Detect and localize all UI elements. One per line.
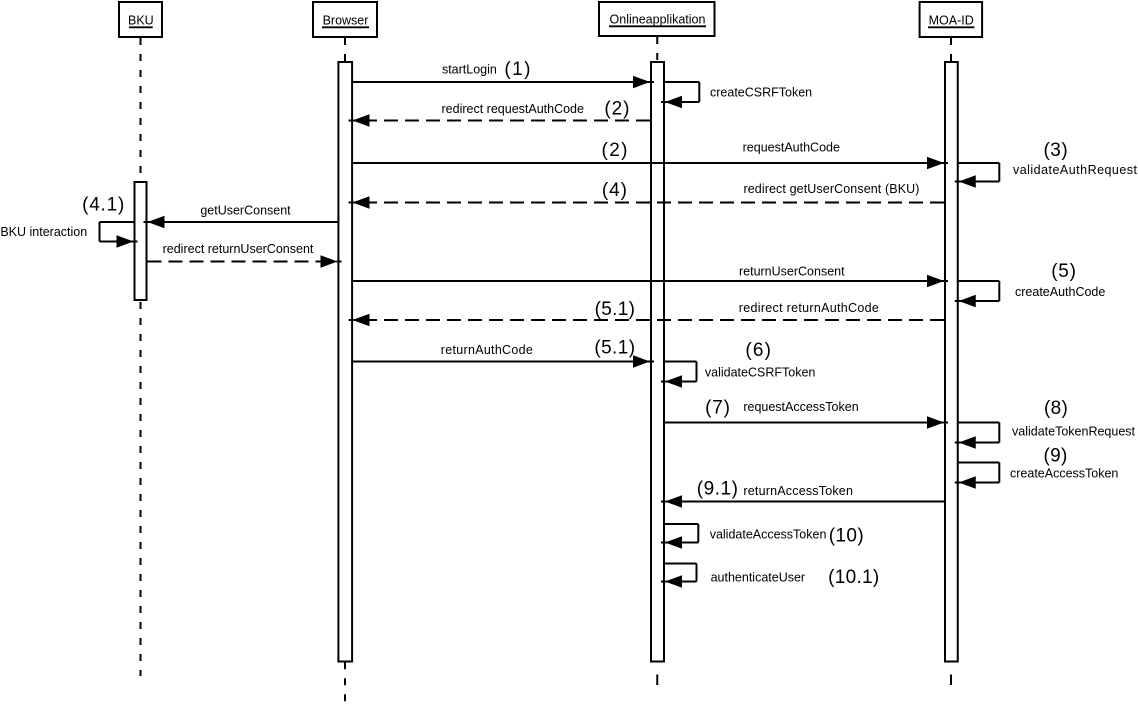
svg-text:Browser: Browser (323, 14, 369, 28)
svg-text:BKU interaction: BKU interaction (0, 225, 87, 239)
svg-text:validateCSRFToken: validateCSRFToken (705, 366, 816, 380)
svg-text:(8): (8) (1044, 398, 1068, 419)
svg-text:(4.1): (4.1) (82, 195, 124, 216)
svg-text:(7): (7) (705, 398, 730, 419)
svg-text:(5): (5) (1051, 261, 1076, 282)
svg-text:redirect returnUserConsent: redirect returnUserConsent (163, 242, 314, 256)
svg-text:(6): (6) (745, 340, 771, 361)
svg-text:(4): (4) (602, 180, 627, 201)
svg-text:(2): (2) (602, 140, 628, 161)
svg-text:(5.1): (5.1) (595, 299, 635, 320)
svg-text:getUserConsent: getUserConsent (200, 204, 291, 218)
svg-text:redirect returnAuthCode: redirect returnAuthCode (739, 301, 879, 315)
svg-text:BKU: BKU (128, 14, 154, 28)
svg-text:authenticateUser: authenticateUser (711, 571, 806, 585)
svg-text:validateAccessToken: validateAccessToken (710, 528, 827, 542)
svg-text:MOA-ID: MOA-ID (929, 14, 974, 28)
svg-text:createAuthCode: createAuthCode (1015, 285, 1105, 299)
svg-text:(2): (2) (604, 98, 629, 119)
svg-text:(10.1): (10.1) (828, 567, 879, 588)
svg-text:(9): (9) (1044, 446, 1068, 467)
svg-text:validateAuthRequest: validateAuthRequest (1013, 163, 1138, 177)
svg-text:returnAuthCode: returnAuthCode (441, 343, 533, 357)
svg-text:(9.1): (9.1) (697, 479, 738, 500)
svg-text:redirect requestAuthCode: redirect requestAuthCode (442, 102, 584, 116)
svg-text:requestAuthCode: requestAuthCode (743, 141, 840, 155)
svg-text:requestAccessToken: requestAccessToken (743, 400, 858, 414)
svg-text:Onlineapplikation: Onlineapplikation (610, 13, 706, 27)
svg-text:createAccessToken: createAccessToken (1010, 467, 1118, 481)
svg-text:(3): (3) (1043, 140, 1067, 161)
svg-text:(1): (1) (504, 59, 530, 80)
svg-text:createCSRFToken: createCSRFToken (710, 86, 812, 100)
svg-text:returnAccessToken: returnAccessToken (743, 484, 853, 498)
svg-text:startLogin: startLogin (442, 62, 497, 76)
svg-text:redirect getUserConsent (BKU): redirect getUserConsent (BKU) (743, 182, 919, 196)
svg-text:(10): (10) (829, 526, 864, 547)
svg-text:returnUserConsent: returnUserConsent (739, 264, 845, 278)
svg-text:validateTokenRequest: validateTokenRequest (1012, 425, 1136, 439)
svg-text:(5.1): (5.1) (594, 338, 635, 359)
